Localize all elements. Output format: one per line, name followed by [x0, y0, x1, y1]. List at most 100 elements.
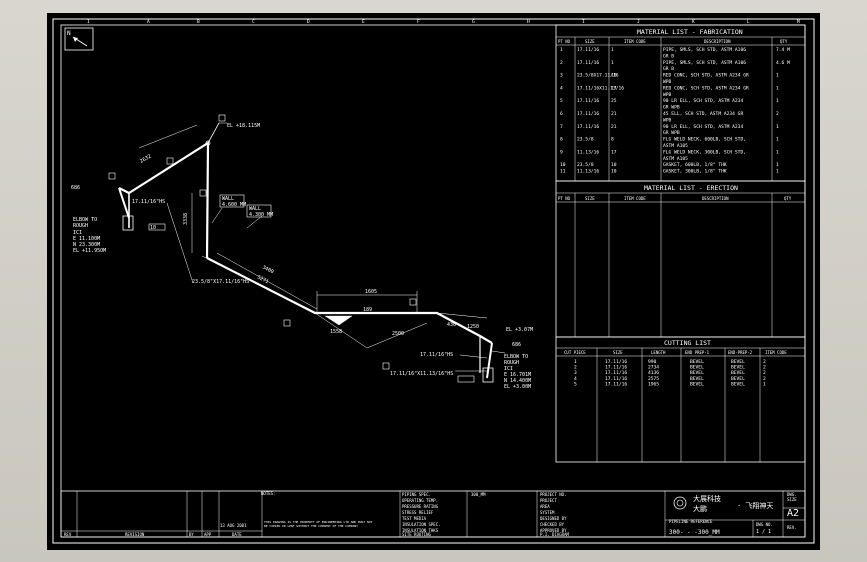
svg-text:THIS DRAWING IS THE PROPERTY O: THIS DRAWING IS THE PROPERTY OF ENGINEER… [264, 520, 373, 524]
cutting-row-cell: 2 [763, 365, 766, 371]
fabrication-row-cell: RED CONC, SCH STD, ASTM A234 GR [663, 85, 749, 91]
svg-text:ITEM CODE: ITEM CODE [765, 350, 787, 355]
fabrication-row-cell: 2 [776, 111, 779, 117]
svg-text:APP: APP [204, 532, 212, 537]
fabrication-row-cell: 23.5/8X17.11/16 [577, 73, 619, 79]
svg-text:大展科技: 大展科技 [693, 494, 721, 503]
fabrication-row-cell: 17.11/16X11.13/16 [577, 85, 624, 91]
fabrication-row-cell: 10 [611, 73, 617, 79]
svg-text:ITEM CODE: ITEM CODE [624, 196, 646, 201]
svg-text:1605: 1605 [365, 289, 377, 295]
svg-text:1250: 1250 [467, 324, 479, 330]
svg-text:BY: BY [189, 532, 194, 537]
svg-text:4.600 MM: 4.600 MM [222, 202, 246, 208]
svg-text:3400: 3400 [261, 264, 274, 275]
svg-text:B: B [197, 19, 200, 25]
fabrication-row-cell: GASKET, 600LB, 1/8" THK [663, 162, 727, 168]
fabrication-row-cell: 10 [611, 162, 617, 168]
cutting-row-cell: BEVEL [690, 365, 704, 371]
svg-text:QTY: QTY [784, 196, 792, 201]
fabrication-row-cell: 17 [611, 149, 617, 155]
cutting-row-cell: 2 [763, 376, 766, 382]
fabrication-row-cell: 1 [611, 47, 614, 53]
cutting-row-cell: 17.11/16 [605, 359, 627, 365]
svg-text:1: 1 [87, 19, 90, 25]
svg-text:686: 686 [512, 342, 521, 348]
zone-markers-top: 1 A B C D E F G H I J K L M [87, 19, 800, 25]
svg-text:EL +3.00M: EL +3.00M [504, 384, 531, 390]
svg-text:A2: A2 [787, 508, 799, 519]
fabrication-row-cell: 10 [611, 169, 617, 175]
north-arrow-icon: N [64, 27, 94, 51]
fabrication-row-cell: 9 [560, 149, 563, 155]
fabrication-row-cell: 1 [560, 47, 563, 53]
fabrication-row-cell: GR B [663, 66, 674, 72]
fabrication-row-cell: 10 [560, 162, 566, 168]
svg-text:DESCRIPTION: DESCRIPTION [702, 196, 729, 201]
svg-text:436: 436 [447, 322, 456, 328]
fabrication-row-cell: PIPE, SMLS, SCH STD, ASTM A106 [663, 60, 746, 66]
fabrication-row-cell: 23.5/8 [577, 162, 594, 168]
cad-drawing-canvas[interactable]: 1 A B C D E F G H I J K L M N [47, 13, 820, 550]
svg-text:QTY: QTY [780, 39, 788, 44]
fabrication-row-cell: ASTM A105 [663, 156, 688, 162]
svg-text:ELBOW TO: ELBOW TO [73, 217, 97, 223]
drawing-sheet: 1 A B C D E F G H I J K L M N [52, 18, 815, 544]
cutting-title: CUTTING LIST [664, 339, 711, 347]
svg-text:TEST MEDIA: TEST MEDIA [402, 516, 427, 521]
fabrication-row-cell: 1 [776, 98, 779, 104]
fabrication-row-cell: 11 [560, 169, 566, 175]
fabrication-row-cell: GASKET, 300LB, 1/8" THK [663, 169, 727, 175]
fabrication-row-cell: WPB [663, 92, 672, 98]
fabrication-row-cell: 6 [560, 111, 563, 117]
svg-text:APPROVED BY: APPROVED BY [540, 528, 567, 533]
svg-text:DWG NO.: DWG NO. [756, 522, 773, 527]
svg-text:17.11/16"X11.13/16"HS: 17.11/16"X11.13/16"HS [390, 371, 453, 377]
fabrication-row-cell: 11.13/16 [577, 149, 599, 155]
fabrication-row-cell: 17.11/16 [577, 47, 599, 53]
fabrication-row-cell: 1 [776, 162, 779, 168]
svg-text:EL +3.07M: EL +3.07M [506, 327, 533, 333]
cutting-row-cell: 2575 [648, 376, 659, 382]
svg-text:DWG.: DWG. [787, 492, 797, 497]
title-block [60, 490, 806, 538]
svg-text:END-PREP-2: END-PREP-2 [728, 350, 753, 355]
svg-text:SITE ROUTING: SITE ROUTING [402, 532, 431, 537]
cutting-row-cell: 4 [574, 376, 577, 382]
cutting-row-cell: 17.11/16 [605, 370, 627, 376]
fabrication-row-cell: 11.13/16 [577, 169, 599, 175]
fabrication-row-cell: 17.11/16 [577, 124, 599, 130]
fabrication-row-cell: 25 [611, 98, 617, 104]
fabrication-row-cell: ASTM A105 [663, 143, 688, 149]
fabrication-title: MATERIAL LIST - FABRICATION [637, 28, 743, 36]
svg-text:WALL: WALL [249, 206, 261, 212]
svg-text:P.I. DIAGRAM: P.I. DIAGRAM [540, 532, 569, 537]
svg-text:ICI: ICI [504, 366, 513, 372]
svg-text:I: I [582, 19, 585, 25]
svg-text:AREA: AREA [540, 504, 550, 509]
fabrication-row-cell: 8 [560, 137, 563, 143]
fabrication-row-cell: 17 [611, 85, 617, 91]
svg-text:E 11.100M: E 11.100M [73, 236, 100, 242]
fabrication-row-cell: FLG WELD NECK, 600LB, SCH STD, [663, 137, 746, 143]
svg-text:SIZE: SIZE [787, 497, 797, 502]
fabrication-row-cell: PIPE, SMLS, SCH STD, ASTM A106 [663, 47, 746, 53]
svg-text:SIZE: SIZE [585, 196, 595, 201]
cutting-row-cell: 17.11/16 [605, 376, 627, 382]
svg-text:STRESS RELIEF: STRESS RELIEF [402, 510, 434, 515]
svg-text:EL +18.115M: EL +18.115M [227, 123, 260, 129]
svg-text:N: N [67, 30, 71, 37]
fabrication-row-cell: RED CONC, SCH STD, ASTM A234 GR [663, 73, 749, 79]
fabrication-row-cell: 1 [776, 73, 779, 79]
erection-title: MATERIAL LIST - ERECTION [644, 184, 738, 192]
svg-text:J: J [637, 19, 640, 25]
svg-text:D: D [307, 19, 310, 25]
svg-text:ICI: ICI [73, 230, 82, 236]
svg-text:PT NO: PT NO [558, 196, 571, 201]
svg-text:F: F [417, 19, 420, 25]
svg-text:K: K [692, 19, 695, 25]
svg-text:SIZE: SIZE [613, 350, 623, 355]
callout-boxes [108, 114, 475, 383]
svg-text:PROJECT: PROJECT [540, 498, 557, 503]
